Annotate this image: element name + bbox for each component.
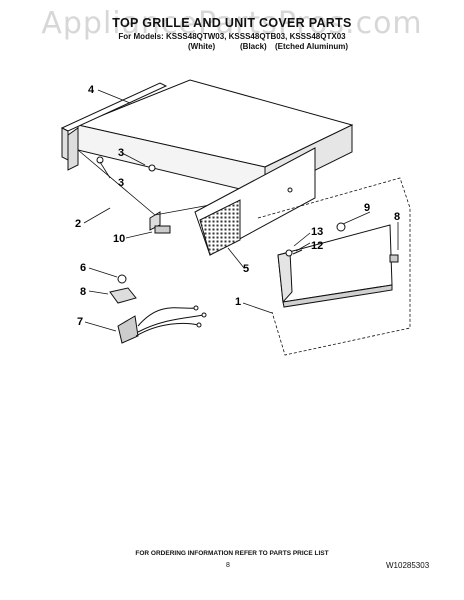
document-number: W10285303	[386, 561, 430, 570]
rear-flange	[60, 82, 168, 161]
ordering-note: FOR ORDERING INFORMATION REFER TO PARTS …	[135, 550, 329, 557]
callout-12: 12	[311, 240, 323, 252]
callout-11: 10	[113, 233, 125, 245]
callout-13: 13	[311, 226, 323, 238]
models-line: For Models: KSSS48QTW03, KSSS48QTB03, KS…	[118, 32, 346, 41]
callout-3-upper: 3	[118, 147, 124, 159]
callout-7: 7	[77, 316, 83, 328]
callout-1: 1	[235, 296, 241, 308]
assembly-dashed-outline	[257, 177, 411, 356]
top-grille	[194, 147, 316, 256]
callout-6: 6	[80, 262, 86, 274]
finish-black: (Black)	[240, 42, 267, 51]
finish-etched-aluminum: (Etched Aluminum)	[275, 42, 349, 51]
leader-lines	[83, 89, 399, 332]
callout-5: 5	[243, 263, 249, 275]
callout-3-lower: 3	[118, 177, 124, 189]
page-title: TOP GRILLE AND UNIT COVER PARTS	[112, 16, 352, 30]
watermark: AppliancePartsPros.com	[41, 6, 423, 41]
callout-10: 9	[364, 202, 370, 214]
loose-parts	[109, 225, 207, 344]
callout-8: 8	[394, 211, 400, 223]
page-number: 8	[226, 562, 230, 569]
hardware	[285, 222, 399, 263]
callout-2: 2	[75, 218, 81, 230]
finish-white: (White)	[188, 42, 216, 51]
callout-9: 8	[80, 286, 86, 298]
front-panel	[277, 224, 393, 308]
callout-4: 4	[88, 84, 95, 96]
